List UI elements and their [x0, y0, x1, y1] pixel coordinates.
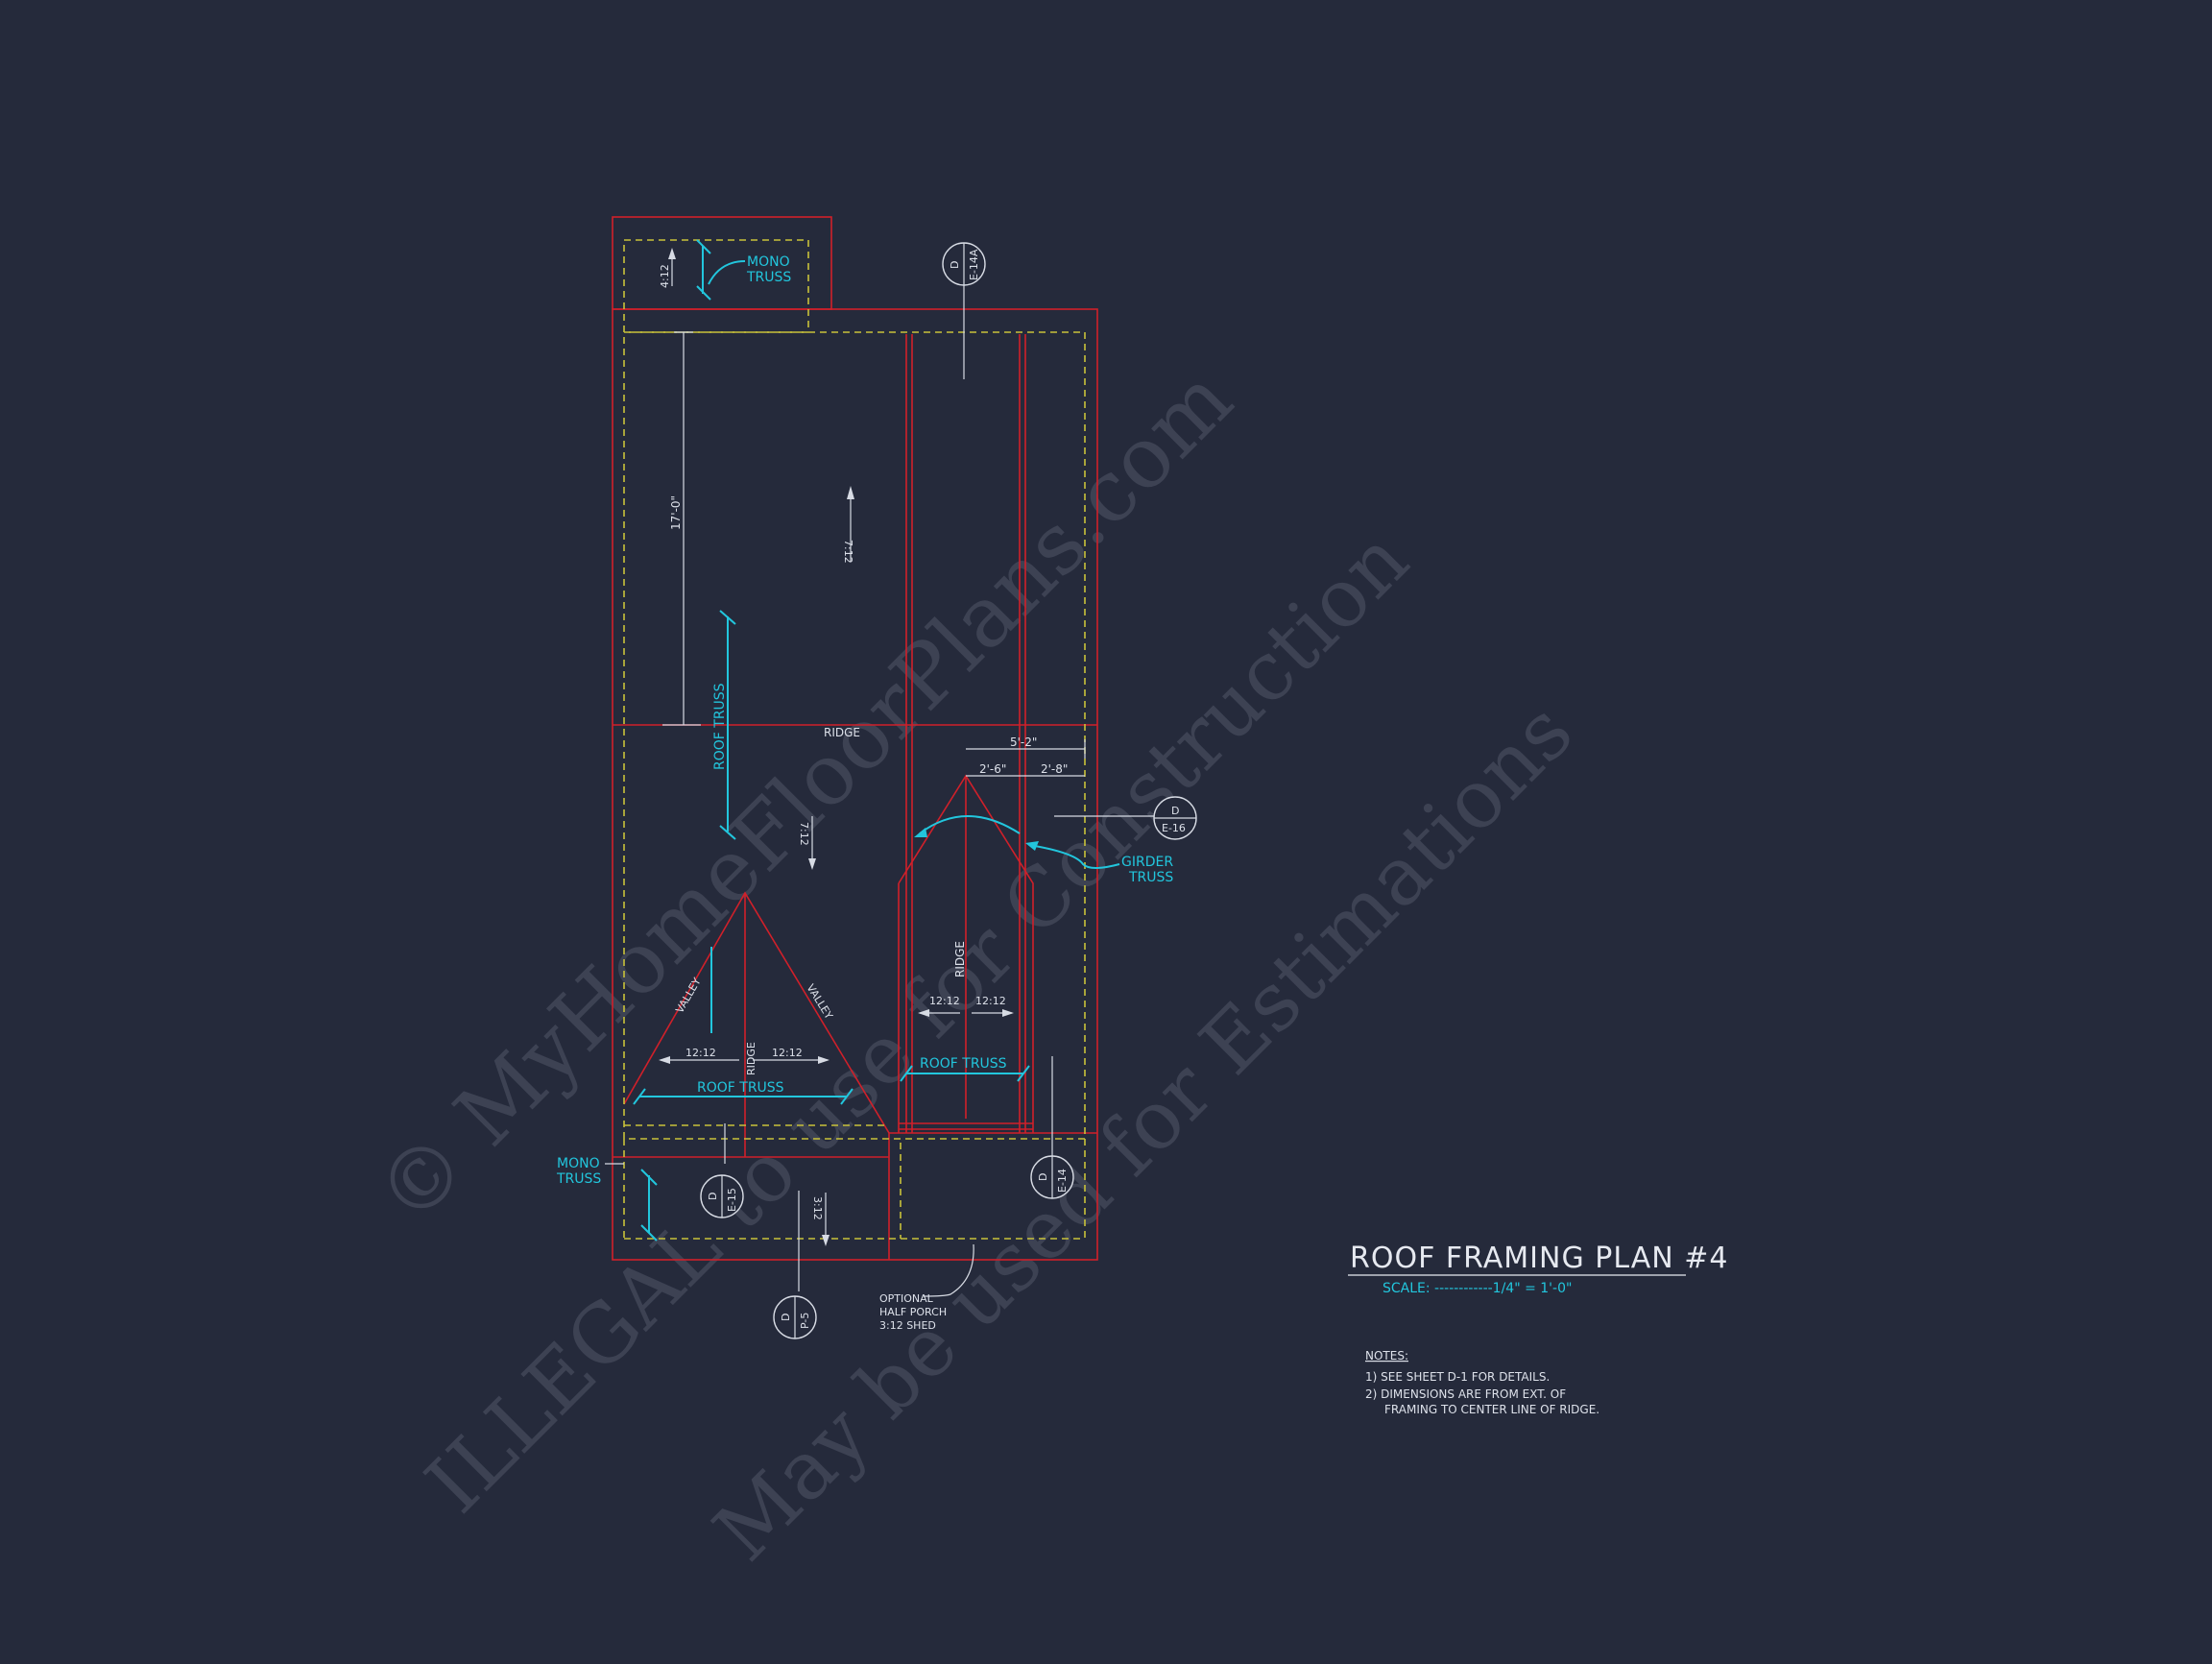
porch-label-line2: HALF PORCH — [879, 1306, 947, 1318]
ridge-left-label: RIDGE — [745, 1042, 757, 1075]
section-callout-e14a[interactable]: D E-14A — [942, 242, 986, 286]
mono-truss-left-line1: MONO — [557, 1156, 600, 1171]
title-block: ROOF FRAMING PLAN #4 SCALE: ------------… — [1348, 1242, 1728, 1416]
callout-e15-bottom: E-15 — [726, 1188, 738, 1212]
ridge-right-label: RIDGE — [953, 941, 967, 977]
note-2-continued: FRAMING TO CENTER LINE OF RIDGE. — [1384, 1403, 1599, 1416]
ridge-offset-text: 5'-2" — [1010, 736, 1037, 749]
top-bay-outline — [612, 216, 832, 310]
right-offset-text: 2'-8" — [1041, 762, 1068, 776]
callout-e15-top: D — [707, 1193, 719, 1200]
left-offset-text: 2'-6" — [979, 762, 1006, 776]
pitch-left-b: 12:12 — [772, 1047, 803, 1059]
note-2: 2) DIMENSIONS ARE FROM EXT. OF — [1365, 1387, 1566, 1401]
pitch-arrows: 4:12 7:12 7:12 3:12 12:12 12:12 12:12 12… — [659, 248, 1014, 1246]
span-dimension-text: 17'-0" — [669, 495, 683, 530]
section-callout-p5[interactable]: D P-5 — [773, 1295, 817, 1339]
pitch-right-b: 12:12 — [975, 995, 1006, 1007]
callout-e16-bottom: E-16 — [1162, 822, 1186, 834]
girder-truss-line2: TRUSS — [1128, 870, 1173, 885]
note-1: 1) SEE SHEET D-1 FOR DETAILS. — [1365, 1370, 1550, 1384]
roof-truss-vertical-label: ROOF TRUSS — [712, 683, 728, 770]
left-gable — [623, 891, 890, 1260]
pitch-top: 4:12 — [659, 264, 671, 288]
pitch-bottom: 3:12 — [811, 1196, 824, 1220]
wall-outlines — [612, 216, 1098, 1261]
callout-e14a-bottom: E-14A — [968, 249, 980, 280]
girder-truss-line1: GIRDER — [1121, 855, 1173, 870]
valley-right-label: VALLEY — [804, 982, 835, 1022]
callout-e16-top: D — [1171, 805, 1179, 817]
overhang-lines — [623, 239, 1086, 1240]
mono-truss-left-line2: TRUSS — [556, 1171, 601, 1187]
pitch-right-a: 12:12 — [929, 995, 960, 1007]
section-callout-e16[interactable]: D E-16 — [1153, 796, 1197, 840]
callout-p5-top: D — [780, 1314, 792, 1321]
porch-label-line3: 3:12 SHED — [879, 1319, 936, 1332]
roof-truss-bottom-left-label: ROOF TRUSS — [697, 1080, 784, 1096]
roof-truss-bottom-right-label: ROOF TRUSS — [920, 1056, 1007, 1072]
pitch-middle: 7:12 — [798, 822, 810, 846]
ridge-main-label: RIDGE — [824, 726, 860, 739]
dimension-lines: 17'-0" 5'-2" 2'-6" 2'-8" — [662, 250, 1167, 1291]
callout-e14a-top: D — [949, 261, 961, 269]
truss-annotations: MONO TRUSS ROOF TRUSS ROOF TRUSS ROOF TR… — [556, 239, 1173, 1242]
main-overhang — [623, 331, 1086, 1140]
section-callout-e15[interactable]: D E-15 — [700, 1174, 744, 1218]
pitch-left-a: 12:12 — [685, 1047, 716, 1059]
section-callout-e14[interactable]: D E-14 — [1030, 1155, 1074, 1199]
callout-p5-bottom: P-5 — [799, 1313, 811, 1329]
pitch-upper: 7:12 — [842, 540, 854, 564]
callout-e14-top: D — [1037, 1173, 1049, 1181]
right-gable — [898, 774, 1034, 1133]
section-callouts: D E-14A D E-16 D E-15 D E-14 D P-5 — [700, 242, 1197, 1339]
notes-heading: NOTES: — [1365, 1349, 1408, 1363]
drawing-scale: SCALE: ------------1/4" = 1'-0" — [1382, 1281, 1572, 1296]
mono-truss-top-line1: MONO — [747, 254, 790, 270]
mono-truss-top-line2: TRUSS — [746, 270, 791, 285]
porch-label-line1: OPTIONAL — [879, 1292, 934, 1305]
drawing-title: ROOF FRAMING PLAN #4 — [1350, 1242, 1728, 1275]
callout-e14-bottom: E-14 — [1056, 1169, 1069, 1193]
main-outline — [612, 308, 1098, 1261]
